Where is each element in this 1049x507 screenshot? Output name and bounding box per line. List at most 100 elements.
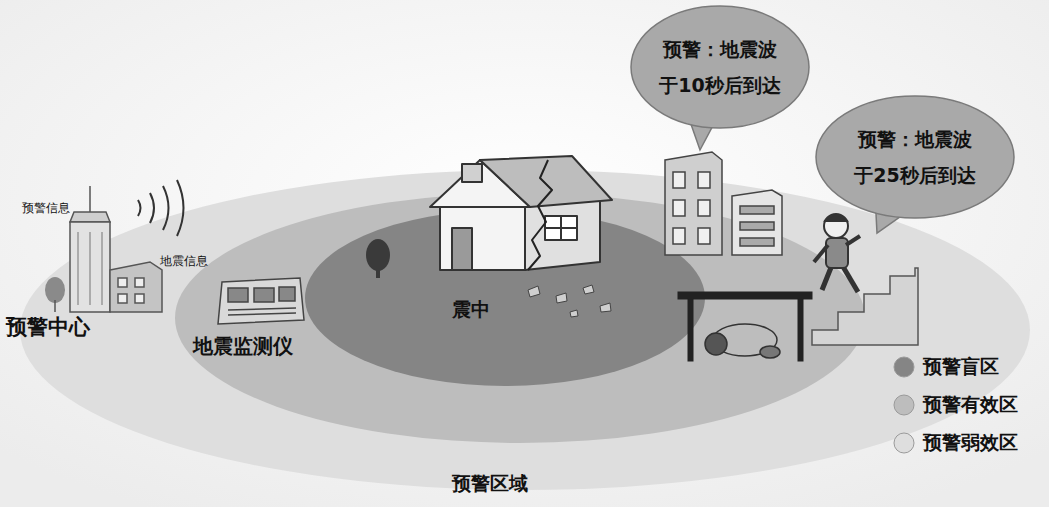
warning-message: 预警：地震波 于10秒后到达: [656, 31, 784, 103]
table: [678, 292, 812, 299]
seismic-monitor: [218, 278, 304, 324]
legend: 预警盲区预警有效区预警弱效区: [893, 348, 1018, 462]
legend-swatch: [894, 395, 914, 415]
cracked-house: [452, 228, 472, 270]
cracked-house: [545, 216, 577, 240]
weak-zone: [20, 170, 1030, 490]
warning-center-building: [70, 212, 110, 222]
warning-center-building: [110, 262, 162, 312]
bubble-shape: [630, 5, 810, 129]
city-buildings: [732, 190, 782, 255]
legend-swatch: [894, 433, 914, 453]
warning-center-building: [118, 294, 127, 303]
debris: [528, 285, 611, 317]
legend-text: 预警有效区: [923, 392, 1018, 418]
epicenter-label: 震中: [452, 298, 490, 321]
debris: [583, 285, 594, 294]
warning-center-building: [54, 300, 56, 312]
radio-waves: [150, 193, 154, 223]
legend-row: 预警有效区: [893, 386, 1018, 424]
city-buildings: [740, 222, 774, 230]
tree: [376, 266, 380, 278]
running-man: [846, 236, 860, 245]
table: [678, 292, 812, 361]
legend-text: 预警弱效区: [923, 430, 1018, 456]
speech-bubble: 预警：地震波 于10秒后到达: [630, 5, 810, 129]
warning-center-building: [101, 232, 103, 305]
warning-center-building: [89, 232, 91, 305]
city-buildings: [698, 228, 710, 244]
seismic-monitor: [254, 288, 274, 302]
legend-row: 预警弱效区: [893, 424, 1018, 462]
bubble-shape: [815, 95, 1015, 219]
tree: [366, 239, 390, 278]
legend-swatch-box: [893, 356, 915, 378]
warning-center-building: [77, 232, 79, 305]
running-man: [814, 245, 828, 262]
city-buildings: [673, 172, 685, 188]
monitor-label: 地震监测仪: [193, 334, 293, 358]
seismic-monitor: [279, 287, 295, 301]
legend-swatch-box: [893, 394, 915, 416]
radio-waves: [177, 180, 184, 236]
seismic-monitor: [228, 288, 248, 302]
running-man: [824, 215, 848, 222]
cracked-house: [545, 227, 577, 229]
debris: [570, 310, 578, 317]
speech-bubble: 预警：地震波 于25秒后到达: [815, 95, 1015, 219]
city-buildings: [698, 172, 710, 188]
debris: [528, 286, 540, 297]
radio-waves: [138, 180, 184, 236]
warning-center-building: [70, 222, 110, 312]
running-man: [842, 265, 858, 292]
cracked-house: [462, 164, 482, 182]
city-buildings: [673, 200, 685, 216]
crouching-person: [705, 324, 780, 358]
seismic-monitor: [218, 278, 304, 324]
city-buildings: [740, 206, 774, 214]
warning-message: 预警：地震波 于25秒后到达: [851, 121, 979, 193]
cracked-house: [440, 205, 525, 270]
table: [688, 299, 693, 361]
city-buildings: [740, 238, 774, 246]
crouching-person: [760, 346, 780, 358]
city-buildings: [698, 200, 710, 216]
debris: [556, 293, 567, 303]
radio-waves: [163, 186, 169, 230]
effective-zone: [175, 193, 865, 443]
cracked-house: [430, 156, 612, 270]
warning-center-building: [135, 294, 144, 303]
running-man: [824, 214, 848, 238]
legend-swatch: [894, 357, 914, 377]
crouching-person: [705, 333, 727, 355]
warning-center-building: [135, 278, 144, 287]
city-buildings: [665, 152, 782, 255]
city-buildings: [673, 228, 685, 244]
city-buildings: [665, 152, 722, 255]
warning-center-building: [45, 277, 65, 303]
seismic-monitor: [228, 313, 296, 315]
seismic-monitor: [228, 308, 296, 310]
bubble-outline: [631, 6, 809, 128]
running-man: [826, 238, 848, 268]
bubble-outline: [816, 96, 1014, 218]
warning-center-building: [118, 278, 127, 287]
radio-waves: [138, 200, 141, 216]
running-man: [814, 214, 860, 292]
center-label: 预警中心: [6, 315, 90, 340]
legend-text: 预警盲区: [923, 354, 999, 380]
warning-zones: [20, 170, 1030, 490]
cracked-house: [528, 160, 552, 270]
table: [798, 299, 803, 361]
legend-row: 预警盲区: [893, 348, 1018, 386]
legend-swatch-box: [893, 432, 915, 454]
debris: [600, 303, 611, 312]
warning-info-label: 预警信息: [22, 201, 70, 215]
quake-info-label: 地震信息: [160, 254, 208, 268]
warning-center-building: [89, 186, 91, 212]
region-label: 预警区域: [452, 472, 528, 495]
